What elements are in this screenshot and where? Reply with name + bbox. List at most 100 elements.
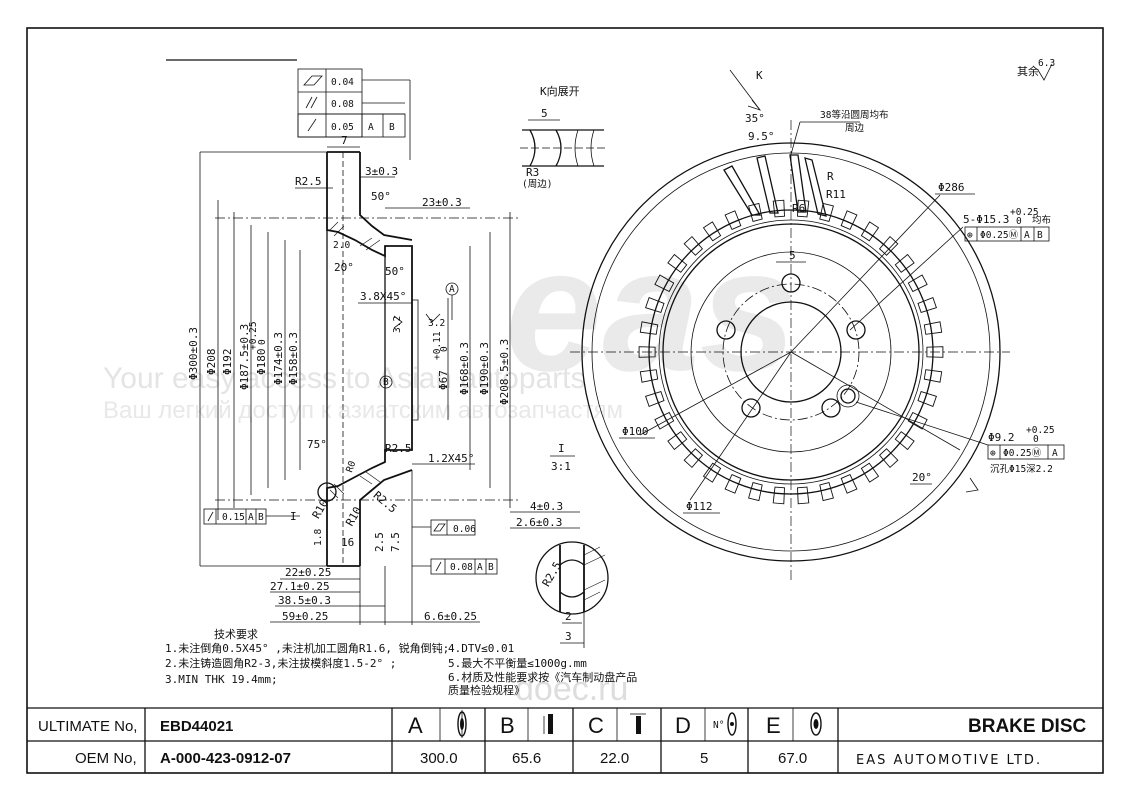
vent-slot: [654, 274, 675, 293]
vent-slot: [797, 486, 810, 505]
watermark-site: doec.ru: [515, 670, 628, 708]
sheet-border: [26, 27, 1104, 774]
frame-runout-lower: 0.15 A B: [203, 508, 300, 525]
vent-slot: [917, 391, 937, 407]
slot-width: 5: [789, 249, 796, 262]
detail-label: I: [558, 442, 565, 455]
vent-slot: [926, 346, 944, 358]
disc-height-icon: [810, 712, 822, 736]
flatness-value: 0.04: [331, 77, 354, 88]
watermark-line1: Your easy access to Asian autoparts: [103, 362, 586, 395]
vent-slot: [840, 210, 858, 230]
col-a-letter: A: [408, 713, 423, 738]
r-label: R: [827, 170, 834, 183]
dim-dia-187: Φ187.5±0.3: [238, 324, 251, 390]
ultimate-value: EBD44021: [160, 718, 233, 735]
vent-slot: [702, 462, 722, 483]
dim-dia-208: Φ208: [205, 349, 218, 376]
dim-dia-192: Φ192: [221, 349, 234, 376]
frame-perp-datum-a: A: [477, 562, 483, 573]
dim-dia-67-tol-lower: 0: [439, 346, 450, 352]
dim-r10-b: R10: [343, 505, 364, 529]
dim-r2-5-low: R2.5: [371, 489, 400, 516]
dim-dia-180-tol-upper: +0.25: [248, 321, 259, 350]
dim-59: 59±0.25: [282, 610, 328, 623]
tech-note-7: 质量检验规程》: [448, 683, 525, 697]
k-view-title: K向展开: [540, 84, 580, 98]
holes-frame: ⊕ Φ0.25Ⓜ A B: [964, 226, 1050, 242]
vent-slot: [797, 199, 810, 218]
watermark-line2: Ваш легкий доступ к азиатским автозапчас…: [103, 397, 623, 424]
oem-label: OEM No,: [75, 750, 137, 767]
holes-frame-symbol: ⊕: [967, 230, 973, 241]
disc-thickness-icon: [630, 713, 646, 734]
col-d-value: 5: [700, 750, 708, 767]
vent-slot: [923, 369, 943, 383]
col-c-letter: C: [588, 713, 604, 738]
dim-16: 16: [341, 536, 354, 549]
col-a-value: 300.0: [420, 750, 458, 767]
runout-datum-a: A: [368, 122, 374, 133]
k-view-width: 5: [541, 107, 548, 120]
angle-35: 35°: [745, 112, 765, 125]
vent-slot: [894, 253, 915, 273]
pcd-dia: Φ112: [686, 500, 713, 513]
dim-dia-67-tol-upper: +0.11: [432, 331, 443, 360]
dim-r0: R0: [344, 459, 358, 474]
frame-runout-datum-a: A: [248, 512, 254, 523]
dim-1-8: 1.8: [313, 529, 324, 546]
small-frame-symbol: ⊕: [990, 448, 996, 459]
frame-runout-value: 0.15: [222, 512, 245, 523]
roughness-right: 3.2: [428, 318, 445, 329]
vent-slot: [907, 274, 928, 293]
r11-label: R11: [826, 188, 846, 201]
detail-scale: 3:1: [551, 460, 571, 473]
vent-slot: [702, 221, 722, 242]
dim-dia-190: Φ190±0.3: [478, 342, 491, 395]
tech-notes-title: 技术要求: [214, 628, 258, 641]
dim-chamfer-1-2: 1.2X45°: [428, 452, 474, 465]
vent-slot: [645, 391, 665, 407]
vent-slot: [860, 221, 880, 242]
dim-dia-168: Φ168±0.3: [458, 342, 471, 395]
col-c-value: 22.0: [600, 750, 629, 767]
datum-a: A: [449, 284, 455, 295]
small-hole-tol-lower: 0: [1033, 434, 1039, 445]
holes-tol-upper: +0.25: [1010, 207, 1039, 218]
tech-note-2: 2.未注铸造圆角R2-3,未注拔模斜度1.5-2° ;: [165, 656, 396, 670]
fin-note2: 周边: [845, 123, 865, 134]
vent-slot: [819, 202, 834, 222]
k-view-radius: R3: [526, 166, 539, 179]
dim-dia-300: Φ300±0.3: [187, 327, 200, 380]
dim-dia-180: Φ180: [255, 349, 268, 376]
d-icon-text: N°: [713, 720, 724, 731]
holes-frame-datum-b: B: [1037, 230, 1043, 241]
vent-slot: [645, 297, 665, 313]
roughness-left: 3.2: [392, 316, 403, 333]
product-name: BRAKE DISC: [968, 716, 1087, 737]
disc-holes-icon: N°: [713, 712, 737, 736]
vent-slot: [917, 297, 937, 313]
vent-slot: [683, 235, 704, 256]
dim-dia-180-tol-lower: 0: [257, 339, 268, 345]
tech-note-1: 1.未注倒角0.5X45° ,未注机加工圆角R1.6, 锐角倒钝;: [165, 641, 449, 655]
dim-75-deg: 75°: [307, 438, 327, 451]
vent-slot: [840, 474, 858, 494]
vent-slot: [907, 411, 928, 430]
small-frame-value: Φ0.25Ⓜ: [1003, 448, 1042, 459]
detail-dim-3: 3: [565, 630, 572, 643]
parallelism-value: 0.08: [331, 99, 354, 110]
oem-value: A-000-423-0912-07: [160, 750, 291, 767]
dim-2-6: 2.6±0.3: [516, 516, 562, 529]
dim-27-1: 27.1±0.25: [270, 580, 330, 593]
vent-slot: [878, 235, 899, 256]
front-view: K 其余 6.3 35° 9.5° 38等沿圆周均布 周边 R R11 R6 5…: [570, 58, 1065, 580]
runout-datum-b: B: [389, 122, 395, 133]
dim-38-5: 38.5±0.3: [278, 594, 331, 607]
small-angle: 20°: [912, 471, 932, 484]
vent-slot: [860, 462, 880, 483]
k-arrow-label: K: [756, 69, 763, 82]
dim-dia-208-5: Φ208.5±0.3: [498, 339, 511, 405]
dim-6-6: 6.6±0.25: [424, 610, 477, 623]
small-note: 沉孔Φ15深2.2: [990, 464, 1053, 475]
